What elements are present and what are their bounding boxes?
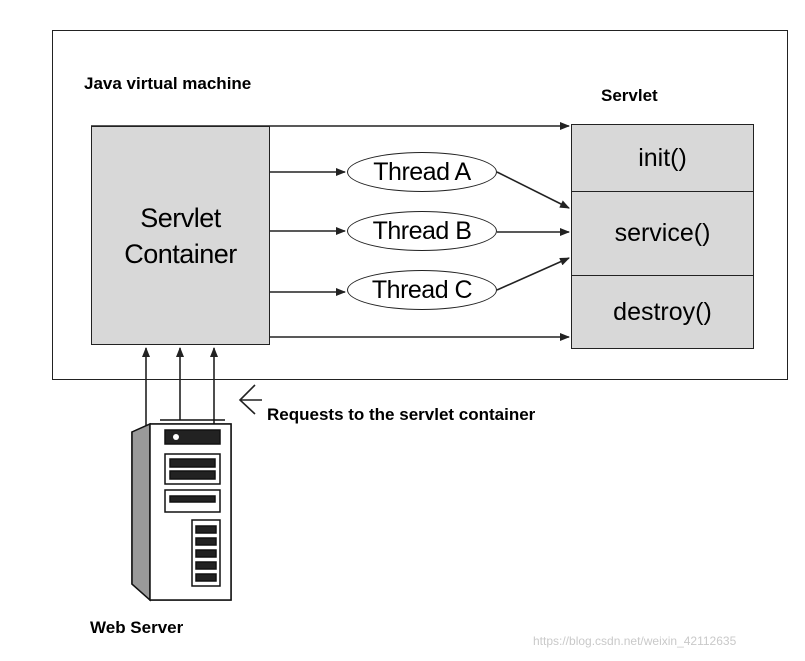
method-init: init()	[572, 125, 753, 192]
web-server-label: Web Server	[90, 618, 184, 637]
container-label-line2: Container	[124, 238, 237, 269]
arrow-thread-c-to-service	[496, 257, 570, 291]
jvm-title: Java virtual machine	[84, 74, 252, 93]
requests-label: Requests to the servlet container	[267, 405, 536, 424]
watermark: https://blog.csdn.net/weixin_42112635	[533, 634, 737, 648]
method-destroy: destroy()	[572, 276, 753, 348]
servlet-method-stack: init() service() destroy()	[571, 124, 754, 349]
thread-b: Thread B	[347, 211, 497, 251]
servlet-title: Servlet	[601, 86, 658, 105]
thread-c: Thread C	[347, 270, 497, 310]
arrow-thread-a-to-service	[496, 171, 570, 209]
method-service: service()	[572, 192, 753, 276]
container-label-line1: Servlet	[140, 202, 221, 233]
web-server-icon	[131, 419, 232, 602]
thread-a: Thread A	[347, 152, 497, 192]
servlet-container-box: Servlet Container	[91, 126, 270, 345]
